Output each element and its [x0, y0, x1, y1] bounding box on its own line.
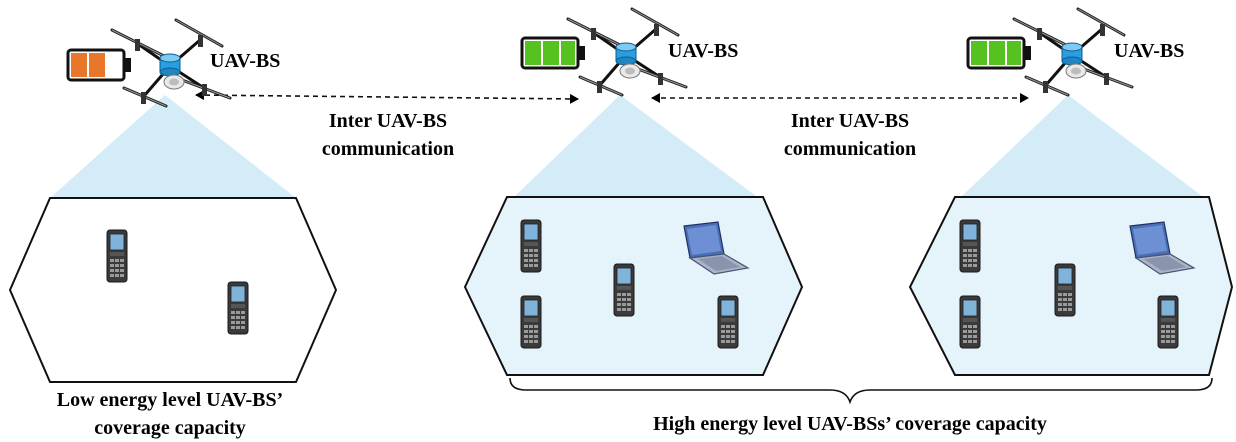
phone-icon [227, 281, 249, 335]
grouping-brace [509, 377, 1213, 405]
low-energy-caption-line2: coverage capacity [94, 417, 246, 439]
beam-2 [515, 95, 756, 196]
beam-1 [50, 95, 296, 198]
link-label-1-line1: Inter UAV-BS [328, 110, 448, 132]
uav-label-3: UAV-BS [1114, 40, 1185, 62]
phone-icon [717, 295, 739, 349]
coverage-cell-1 [8, 197, 338, 383]
uav-label-2: UAV-BS [668, 40, 739, 62]
phone-icon [106, 229, 128, 283]
phone-icon [520, 295, 542, 349]
low-energy-caption-line1: Low energy level UAV-BS’ [56, 389, 284, 411]
link-label-1-line2: communication [321, 138, 455, 160]
beam-3 [962, 95, 1202, 196]
low-energy-caption: Low energy level UAV-BS’ coverage capaci… [20, 386, 320, 442]
link-label-1: Inter UAV-BS communication [300, 107, 476, 163]
battery-icon-1 [66, 48, 133, 82]
link-label-2-line2: communication [783, 138, 917, 160]
battery-icon-3 [966, 36, 1033, 70]
phone-icon [1054, 263, 1076, 317]
high-energy-caption: High energy level UAV-BSs’ coverage capa… [653, 413, 1047, 435]
link-arrow-1 [195, 90, 579, 104]
phone-icon [959, 219, 981, 273]
uav-label-1: UAV-BS [210, 50, 281, 72]
phone-icon [959, 295, 981, 349]
link-label-2-line1: Inter UAV-BS [790, 110, 910, 132]
phone-icon [1157, 295, 1179, 349]
link-label-2: Inter UAV-BS communication [762, 107, 938, 163]
battery-icon-2 [520, 36, 587, 70]
phone-icon [520, 219, 542, 273]
phone-icon [613, 263, 635, 317]
